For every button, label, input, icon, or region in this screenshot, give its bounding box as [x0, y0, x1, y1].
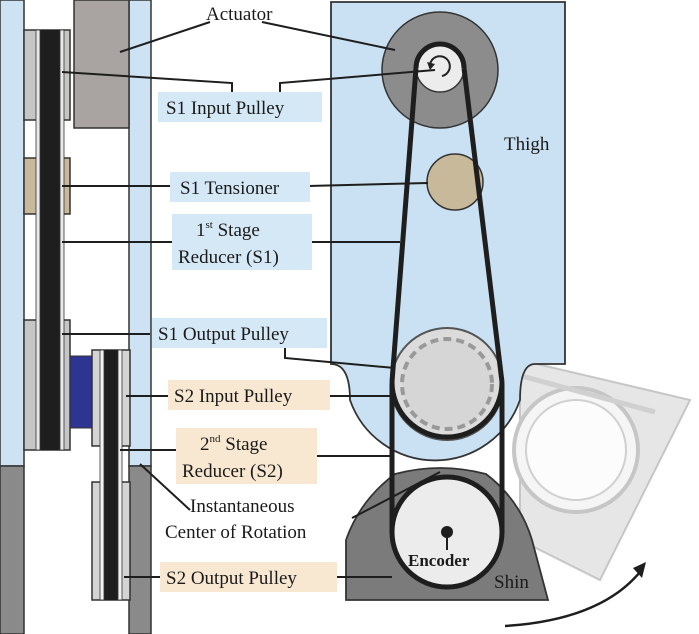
s1-output-pulley-label: S1 Output Pulley	[158, 324, 289, 345]
knee-rotation-arrow-icon	[504, 571, 641, 628]
s2-output-pulley-label: S2 Output Pulley	[166, 568, 297, 589]
s1-belt	[389, 41, 505, 440]
stage1-box	[172, 214, 312, 270]
encoder-label: Encoder	[408, 551, 470, 570]
shin-label: Shin	[494, 572, 529, 593]
thigh-label: Thigh	[504, 134, 550, 155]
s1-belt-side	[40, 30, 60, 450]
s1-tensioner-box	[170, 172, 310, 202]
stage2-label-line2: Reducer (S2)	[182, 461, 283, 482]
stage1-label-line2: Reducer (S1)	[178, 247, 279, 268]
s2-output-pulley-box	[160, 562, 337, 592]
s1-input-pulley-box	[158, 92, 322, 122]
stage2-label-line1: 2nd Stage	[200, 433, 267, 455]
s2-belt	[389, 384, 505, 532]
label-boxes	[152, 92, 337, 592]
s1-tensioner	[426, 153, 484, 211]
rotated-shin-ghost	[454, 355, 692, 582]
s1-output-pulley-box	[152, 318, 327, 348]
actuator-block	[73, 0, 130, 129]
front-view	[330, 1, 692, 628]
s2-shaft	[69, 355, 95, 429]
thigh-link	[330, 1, 566, 462]
side-view	[0, 0, 152, 634]
actuator-label: Actuator	[206, 4, 273, 25]
stage2-box	[176, 428, 317, 484]
rotation-arrow-icon	[428, 55, 451, 77]
s2-input-pulley-box	[168, 380, 330, 410]
stage1-label-line1: 1st Stage	[196, 219, 260, 241]
s2-input-pulley-label: S2 Input Pulley	[174, 386, 293, 407]
right-shin-plate	[128, 465, 152, 634]
s1-tensioner-label: S1 Tensioner	[180, 178, 280, 199]
icr-label-line2: Center of Rotation	[165, 522, 307, 543]
s2-belt-side	[104, 350, 118, 600]
s1-input-pulley-label: S1 Input Pulley	[166, 98, 285, 119]
left-shin-plate	[0, 465, 25, 634]
icr-label-line1: Instantaneous	[190, 496, 294, 517]
s2-input-pulley	[400, 337, 494, 431]
left-thigh-plate	[0, 0, 25, 467]
leader-lines	[61, 21, 448, 578]
